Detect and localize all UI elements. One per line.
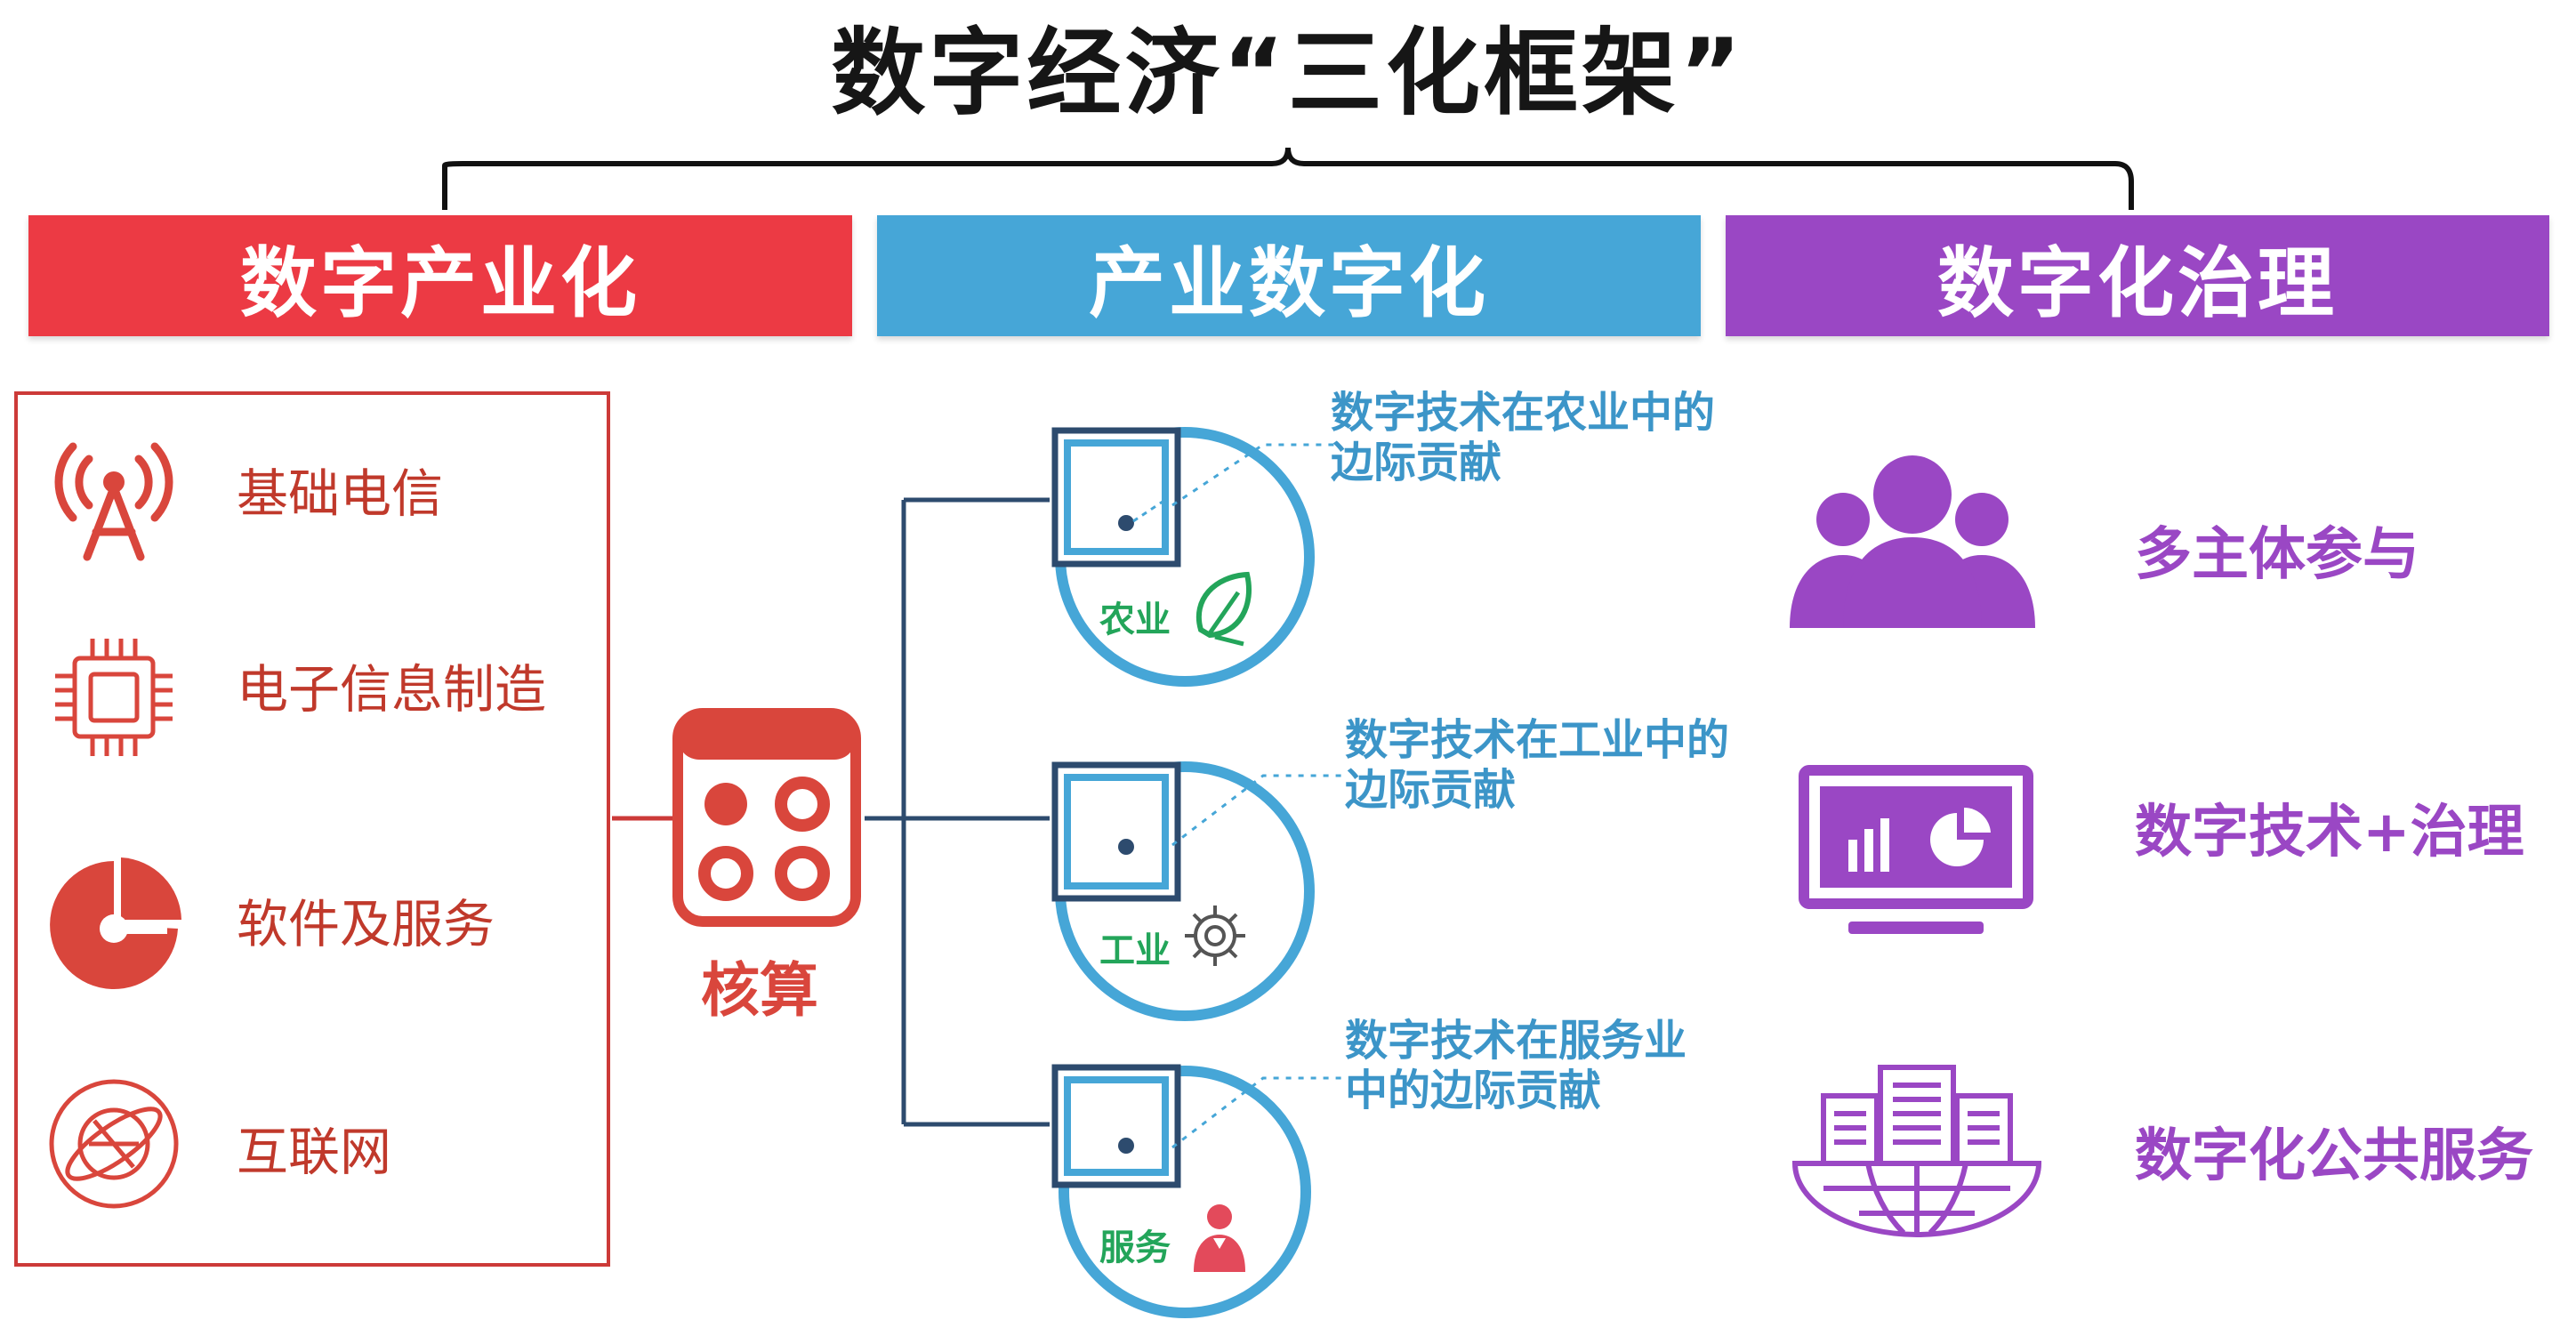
sector-label-services: 服务 bbox=[1099, 1227, 1171, 1268]
banner-industrial-digitalization: 产业数字化 bbox=[877, 215, 1701, 336]
leaf-icon bbox=[1195, 571, 1252, 647]
pie-industry bbox=[1051, 761, 1315, 1021]
governance-multi-stakeholder: 多主体参与 bbox=[2135, 522, 2419, 588]
governance-tech-plus-governance: 数字技术+治理 bbox=[2135, 800, 2524, 865]
calculator-icon bbox=[672, 708, 861, 927]
pie-agriculture bbox=[1051, 427, 1315, 687]
banner-digital-governance: 数字化治理 bbox=[1726, 215, 2549, 336]
diagram-title: 数字经济“三化框架” bbox=[831, 19, 1745, 128]
city-globe-icon bbox=[1791, 1065, 2042, 1237]
waiter-icon bbox=[1194, 1204, 1245, 1272]
note-agriculture: 数字技术在农业中的边际贡献 bbox=[1331, 388, 1716, 487]
note-services: 数字技术在服务业中的边际贡献 bbox=[1345, 1016, 1687, 1115]
item-software-services: 软件及服务 bbox=[237, 894, 495, 954]
people-group-icon bbox=[1790, 455, 2035, 628]
chip-icon bbox=[55, 639, 173, 756]
item-electronics-manufacturing: 电子信息制造 bbox=[237, 659, 547, 720]
gear-icon bbox=[1185, 905, 1245, 966]
industrialization-box bbox=[14, 391, 610, 1267]
note-industry: 数字技术在工业中的边际贡献 bbox=[1345, 715, 1730, 815]
signal-tower-icon bbox=[54, 442, 173, 561]
sector-label-agriculture: 农业 bbox=[1099, 600, 1171, 640]
sector-label-industry: 工业 bbox=[1099, 930, 1171, 971]
monitor-chart-icon bbox=[1799, 765, 2033, 934]
item-internet: 互联网 bbox=[237, 1122, 392, 1182]
item-basic-telecom: 基础电信 bbox=[237, 463, 444, 524]
banner-digital-industrialization: 数字产业化 bbox=[28, 215, 852, 336]
pie-chart-icon bbox=[50, 857, 181, 989]
title-bracket bbox=[442, 147, 2134, 210]
pie-services bbox=[1051, 1064, 1311, 1318]
hub-label: 核算 bbox=[701, 956, 818, 1025]
globe-icon bbox=[49, 1079, 179, 1209]
governance-public-services: 数字化公共服务 bbox=[2135, 1123, 2533, 1189]
